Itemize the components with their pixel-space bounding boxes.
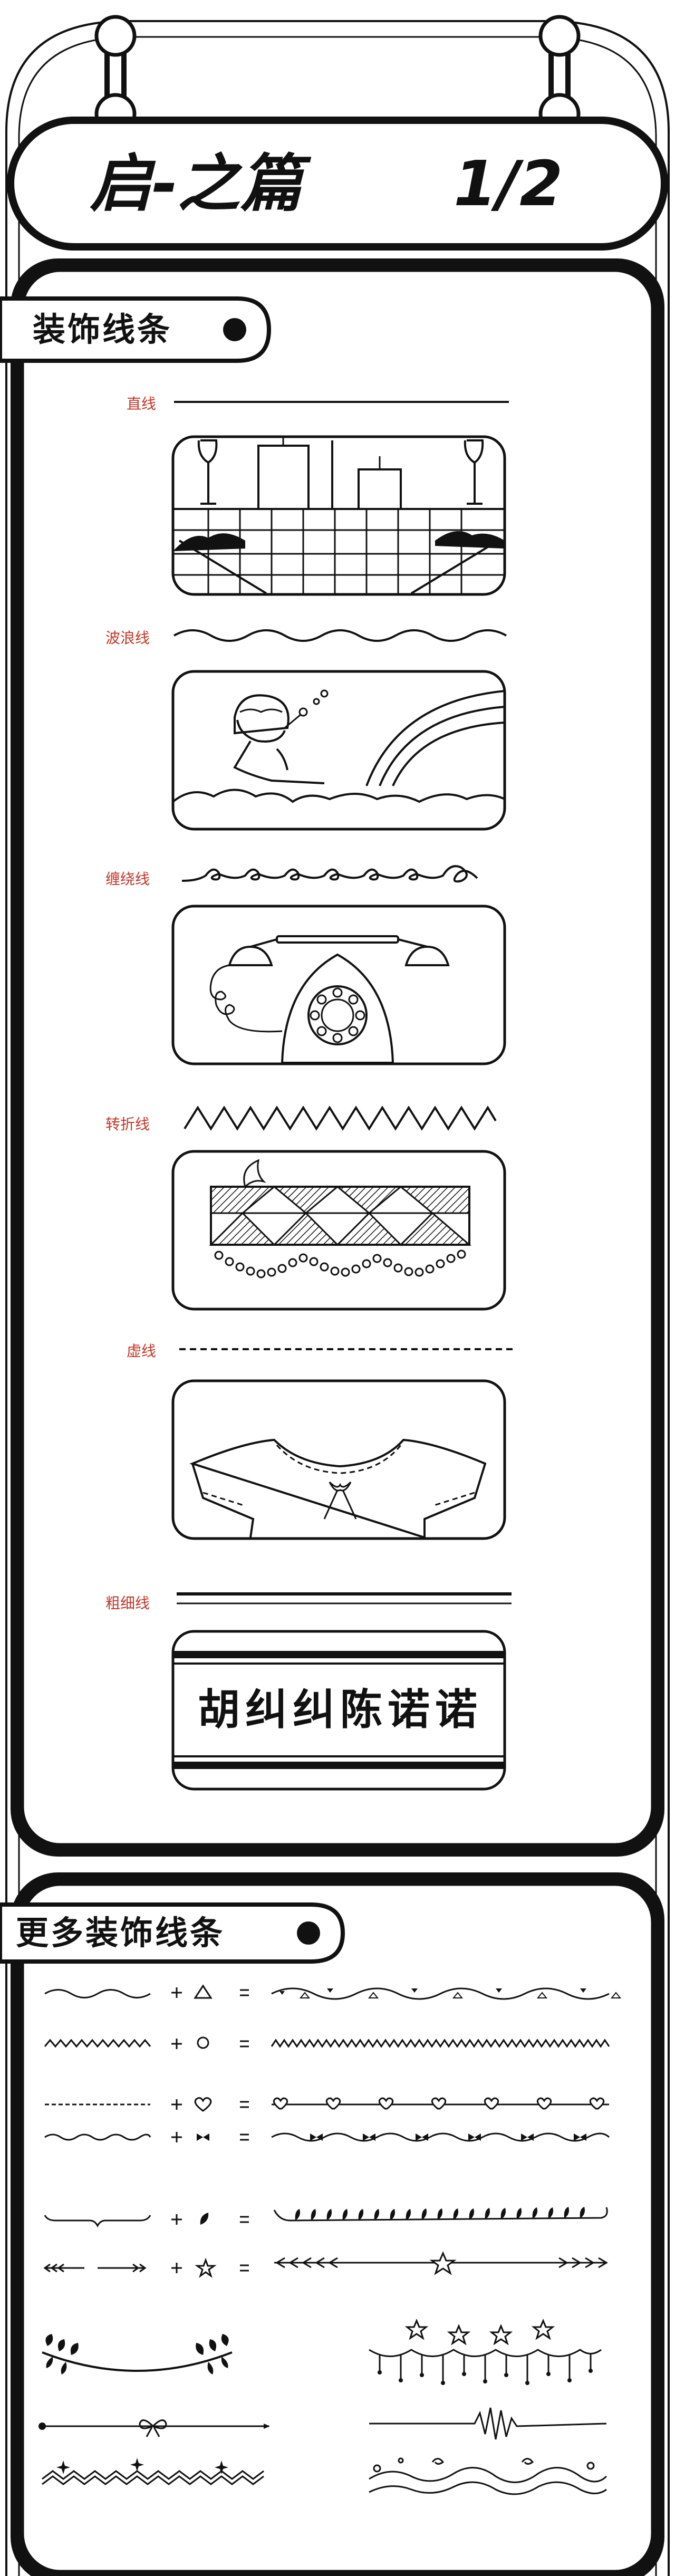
combo5-result [273,2207,608,2222]
combo6-star [195,2257,217,2278]
swirl-waves [369,2457,608,2495]
combo2-result [271,2039,610,2048]
section2-label-dot [297,1921,320,1945]
item-label-straight: 直线 [127,395,157,412]
illustration-pattern-box [171,1150,506,1311]
item-label-coil: 缠绕线 [105,870,150,888]
leafy-swag [42,2351,233,2372]
more-lines-grid [38,1984,622,2495]
combo1-triangle [194,1984,213,1999]
combo1-base-wave [44,1989,151,1998]
section1-label: 装饰线条 [33,310,172,349]
zigzag-line-sample [184,1106,497,1131]
coil-line-sample [181,865,478,883]
dashed-line-sample [179,1348,514,1350]
combo5-base-bracket [44,2215,151,2228]
item-label-thickthin: 粗细线 [105,1594,150,1612]
combo2-circle [197,2036,209,2049]
illustration-tshirt [171,1379,506,1540]
hanging-stars [369,2319,602,2381]
section2-label-pill [0,1902,345,1964]
section1-label-pill [0,296,272,363]
illustration-bath-girl [171,670,506,831]
item-label-dashed: 虚线 [127,1342,157,1360]
illustration-telephone [171,905,506,1065]
section1-label-dot [223,318,246,341]
combo4-result [271,2132,610,2142]
page-title: 启-之篇 [90,147,302,220]
sparkle-zigzag [42,2470,264,2485]
bow-line [42,2419,269,2437]
section2-label: 更多装饰线条 [16,1914,225,1952]
combo2-base-zigzag [44,2039,151,2048]
combo3-heart [194,2097,212,2112]
combo4-base-wave [44,2133,151,2141]
combo4-bows [197,2133,586,2141]
wave-line-sample [173,629,507,642]
banner-text: 胡纠纠陈诺诺 [198,1685,483,1734]
page-indicator: 1/2 [454,147,563,220]
combo1-result [271,1987,610,2000]
illustration-banner-box [171,1630,506,1791]
straight-line-sample [174,401,509,403]
combo5-leaf [200,2213,209,2225]
illustration-dining-room [171,435,506,596]
heartbeat-line [369,2407,607,2440]
item-label-zigzag: 转折线 [105,1116,150,1133]
thick-thin-line-sample [177,1592,512,1604]
item-label-wave: 波浪线 [105,629,150,647]
